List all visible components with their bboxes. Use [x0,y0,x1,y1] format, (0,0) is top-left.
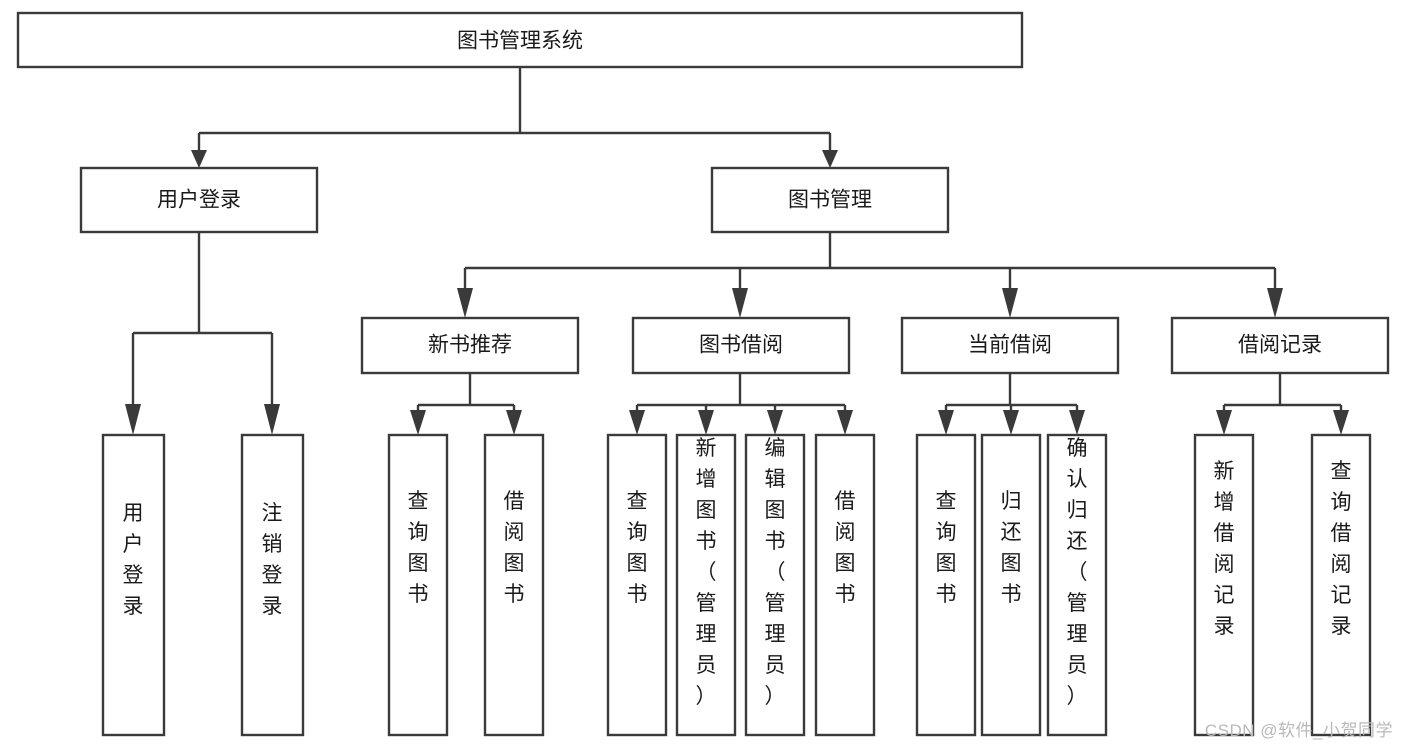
arrowhead-userlogin-leaf-2 [264,404,280,435]
leaf-return-book-box[interactable] [980,433,1042,737]
arrowhead-current-leaf-2 [1003,410,1019,435]
leaf-node[interactable]: 新增图书（管理员） [675,433,737,737]
arrowhead-newbook-leaf-1 [410,410,426,435]
arrowhead-root-to-book-mgmt [822,150,838,168]
leaf-borrow-book-box[interactable] [814,433,876,737]
arrowhead-current-leaf-3 [1069,410,1085,435]
node-book-management-box[interactable] [710,166,950,234]
node-new-book-recommend-label: 新书推荐 [428,334,512,357]
leaf-node[interactable]: 注销登录 [240,433,305,737]
connector-layer [125,67,1349,435]
leaf-node[interactable]: 查询图书 [606,433,668,737]
leaf-return-book-label: 归还图书 [1001,490,1022,606]
leaf-borrow-book-newbook-box[interactable] [483,433,545,737]
leaf-borrow-book-newbook-label: 借阅图书 [504,490,525,606]
node-user-login-label: 用户登录 [157,189,241,212]
leaf-user-login-box[interactable] [101,433,166,737]
node-book-management[interactable]: 图书管理 [710,166,950,234]
node-current-borrow[interactable]: 当前借阅 [900,316,1120,375]
node-new-book-recommend[interactable]: 新书推荐 [360,316,580,375]
leaf-query-book-newbook-box[interactable] [387,433,449,737]
leaf-node[interactable]: 归还图书 [980,433,1042,737]
arrowhead-userlogin-leaf-1 [125,404,141,435]
leaf-node[interactable]: 借阅图书 [814,433,876,737]
leaf-node[interactable]: 用户登录 [101,433,166,737]
leaf-node[interactable]: 借阅图书 [483,433,545,737]
node-book-borrow-box[interactable] [631,316,851,375]
arrowhead-borrow-leaf-4 [837,410,853,435]
leaf-edit-book-label: 编辑图书（管理员） [765,437,786,708]
leaf-edit-book-box[interactable] [744,433,806,737]
leaf-query-book-current-label: 查询图书 [936,490,957,606]
leaf-add-book-label: 新增图书（管理员） [696,437,717,708]
leaf-borrow-book-label: 借阅图书 [835,490,856,606]
arrowhead-bookmgmt-to-record [1267,288,1283,318]
arrowhead-current-leaf-1 [938,410,954,435]
leaf-add-book-box[interactable] [675,433,737,737]
arrowhead-bookmgmt-to-current [1002,288,1018,318]
leaf-node[interactable]: 编辑图书（管理员） [744,433,806,737]
node-user-login[interactable]: 用户登录 [79,166,319,234]
node-borrow-record-box[interactable] [1170,316,1390,375]
leaf-logout-box[interactable] [240,433,305,737]
node-user-login-box[interactable] [79,166,319,234]
node-root[interactable]: 图书管理系统 [16,11,1024,69]
arrowhead-bookmgmt-to-newbook [457,288,473,318]
leaf-add-borrow-record-label: 新增借阅记录 [1214,460,1235,638]
leaf-user-login-label: 用户登录 [123,502,144,618]
arrowhead-borrow-leaf-1 [629,410,645,435]
node-new-book-recommend-box[interactable] [360,316,580,375]
arrowhead-record-leaf-1 [1216,410,1232,435]
leaf-node[interactable]: 确认归还（管理员） [1046,433,1108,737]
leaf-logout-label: 注销登录 [262,502,283,618]
leaf-query-book-borrow-box[interactable] [606,433,668,737]
arrowhead-borrow-leaf-2 [698,410,714,435]
node-book-borrow-label: 图书借阅 [699,334,783,357]
leaf-query-book-newbook-label: 查询图书 [408,490,429,606]
leaf-node[interactable]: 新增借阅记录 [1193,433,1255,737]
arrowhead-root-to-user-login [191,150,207,168]
leaf-query-book-borrow-label: 查询图书 [627,490,648,606]
leaf-query-book-current-box[interactable] [915,433,977,737]
node-current-borrow-box[interactable] [900,316,1120,375]
node-root-label: 图书管理系统 [457,30,583,53]
leaf-query-borrow-record-label: 查询借阅记录 [1331,460,1352,638]
leaf-add-borrow-record-box[interactable] [1193,433,1255,737]
leaf-node[interactable]: 查询图书 [915,433,977,737]
node-book-borrow[interactable]: 图书借阅 [631,316,851,375]
node-borrow-record-label: 借阅记录 [1238,334,1322,357]
arrowhead-bookmgmt-to-borrow [732,288,748,318]
arrowhead-newbook-leaf-2 [506,410,522,435]
node-book-management-label: 图书管理 [788,189,872,212]
leaf-node[interactable]: 查询图书 [387,433,449,737]
leaf-confirm-return-box[interactable] [1046,433,1108,737]
leaf-query-borrow-record-box[interactable] [1310,433,1372,737]
node-root-box[interactable] [16,11,1024,69]
arrowhead-record-leaf-2 [1333,410,1349,435]
arrowhead-borrow-leaf-3 [767,410,783,435]
node-borrow-record[interactable]: 借阅记录 [1170,316,1390,375]
leaf-node[interactable]: 查询借阅记录 [1310,433,1372,737]
node-current-borrow-label: 当前借阅 [968,334,1052,357]
leaf-confirm-return-label: 确认归还（管理员） [1067,437,1088,708]
